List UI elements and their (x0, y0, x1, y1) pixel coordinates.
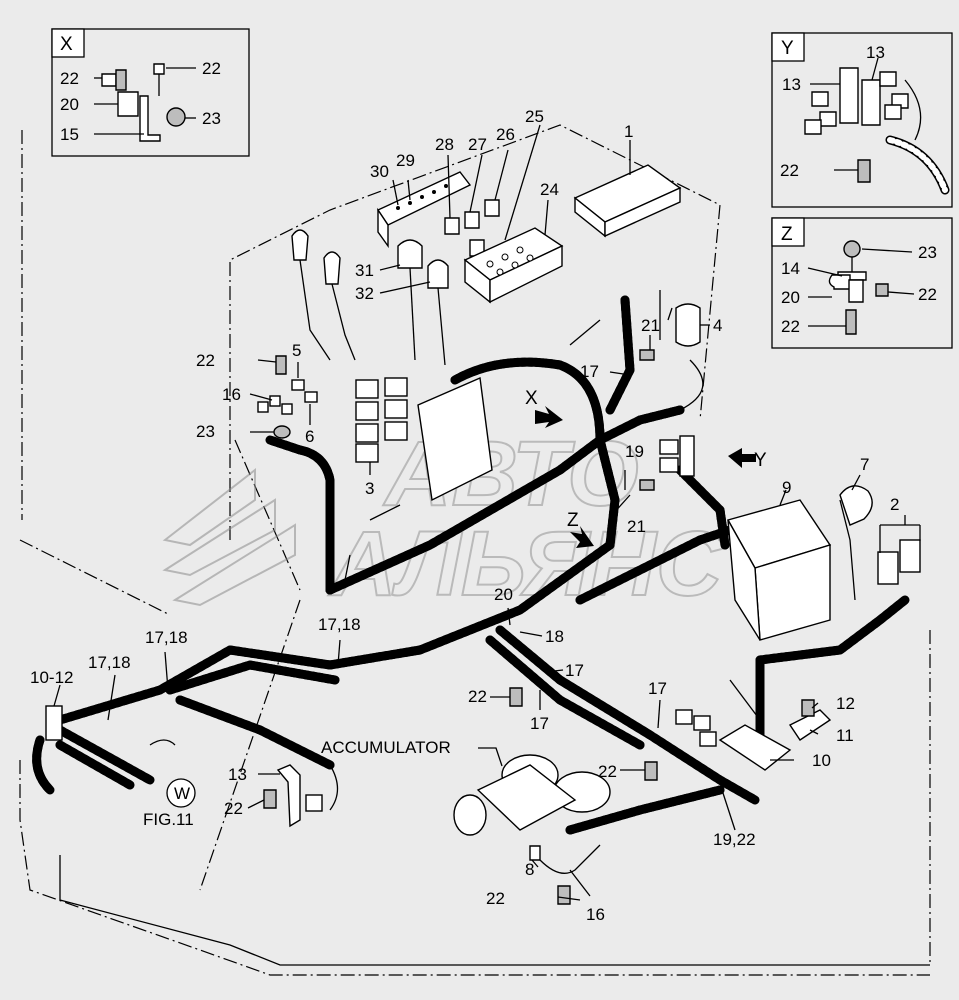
label-19: 19 (625, 442, 644, 461)
label-x-23: 23 (202, 109, 221, 128)
label-22b: 22 (468, 687, 487, 706)
label-17-18c: 17,18 (318, 615, 361, 634)
label-z-20: 20 (781, 288, 800, 307)
label-22e: 22 (486, 889, 505, 908)
detail-x-letter: X (60, 34, 73, 55)
label-30: 30 (370, 162, 389, 181)
label-10: 10 (812, 751, 831, 770)
label-z-14: 14 (781, 259, 800, 278)
detail-z-letter: Z (781, 224, 793, 245)
label-x-15: 15 (60, 125, 79, 144)
leader-lines (53, 124, 921, 901)
label-2: 2 (890, 495, 899, 514)
label-11: 11 (836, 726, 854, 745)
label-26: 26 (496, 125, 515, 144)
label-20: 20 (494, 585, 513, 604)
view-marker-y: Y (754, 450, 767, 471)
label-y-22: 22 (780, 161, 799, 180)
label-1: 1 (624, 122, 633, 141)
label-z-22: 22 (781, 317, 800, 336)
label-17-18a: 17,18 (88, 653, 131, 672)
label-31: 31 (355, 261, 374, 280)
components (45, 303, 921, 905)
label-fig: FIG.11 (143, 810, 194, 829)
label-x-22: 22 (60, 69, 79, 88)
label-27: 27 (468, 135, 487, 154)
label-x-20: 20 (60, 95, 79, 114)
label-9: 9 (782, 478, 791, 497)
detail-view-y: Y 13 13 22 (771, 32, 953, 208)
view-marker-z: Z (567, 510, 579, 531)
label-y-13a: 13 (866, 43, 885, 62)
detail-y-letter: Y (781, 38, 794, 59)
control-console (257, 164, 682, 502)
label-21b: 21 (627, 517, 646, 536)
label-22a: 22 (196, 351, 215, 370)
watermark: АВТО АЛЬЯНС (162, 422, 725, 616)
label-5: 5 (292, 341, 301, 360)
callout-labels: 1 2 3 4 5 6 7 8 9 10 11 12 13 16 16 17 1… (30, 107, 899, 924)
label-21a: 21 (641, 316, 660, 335)
label-17-18b: 17,18 (145, 628, 188, 647)
label-29: 29 (396, 151, 415, 170)
label-y-13b: 13 (782, 75, 801, 94)
label-8: 8 (525, 860, 534, 879)
label-16a: 16 (222, 385, 241, 404)
label-6: 6 (305, 427, 314, 446)
label-32: 32 (355, 284, 374, 303)
cab-outline (19, 124, 931, 976)
label-23: 23 (196, 422, 215, 441)
label-28: 28 (435, 135, 454, 154)
label-17b: 17 (565, 661, 584, 680)
label-w: W (174, 784, 190, 803)
label-22d: 22 (224, 799, 243, 818)
label-10-12: 10-12 (30, 668, 73, 687)
label-24: 24 (540, 180, 559, 199)
label-13: 13 (228, 765, 247, 784)
label-z-22b: 22 (918, 285, 937, 304)
label-16b: 16 (586, 905, 605, 924)
label-17c: 17 (530, 714, 549, 733)
label-7: 7 (860, 455, 869, 474)
detail-view-z: Z 23 14 20 22 22 (771, 217, 953, 349)
label-22c: 22 (598, 762, 617, 781)
label-12: 12 (836, 694, 855, 713)
label-17d: 17 (648, 679, 667, 698)
label-4: 4 (713, 316, 722, 335)
label-z-23: 23 (918, 243, 937, 262)
view-marker-x: X (525, 388, 538, 409)
label-18: 18 (545, 627, 564, 646)
detail-view-x: X 22 20 15 22 23 (51, 28, 250, 157)
label-19-22: 19,22 (713, 830, 756, 849)
label-accumulator: ACCUMULATOR (321, 738, 451, 757)
label-25: 25 (525, 107, 544, 126)
label-17a: 17 (580, 362, 599, 381)
label-x-22b: 22 (202, 59, 221, 78)
label-3: 3 (365, 479, 374, 498)
